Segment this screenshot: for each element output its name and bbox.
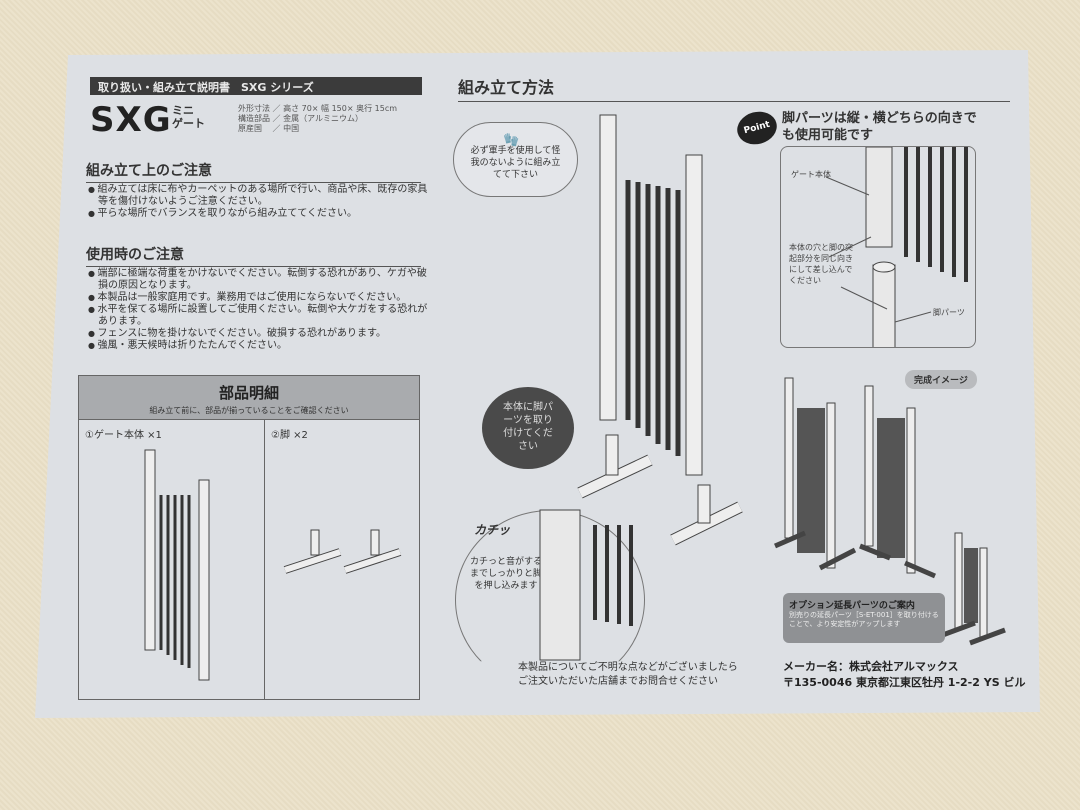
inquiry-line: ご注文いただいた店舗までお問合せください	[518, 676, 718, 687]
parts-title: 部品明細	[218, 384, 279, 402]
point-detail-box: ゲート本体 本体の穴と脚の突起部分を同じ向きにして差し込んでください 脚パーツ	[780, 146, 976, 348]
parts-note: 組み立て前に、部品が揃っていることをご確認ください	[149, 406, 349, 415]
gate-illustration	[144, 449, 210, 681]
maker-name: メーカー名：株式会社アルマックス	[783, 660, 959, 673]
assembly-title: 組み立て方法	[458, 74, 1010, 102]
spec-line: 構造部品 ／ 金属（アルミニウム）	[238, 114, 364, 123]
list-item: 強風・悪天候時は折りたたんでください。	[88, 340, 428, 352]
usage-caution-title: 使用時のご注意	[86, 244, 421, 267]
subtitle-line: ミニ	[172, 104, 194, 117]
part-label: ①ゲート本体 ×1	[85, 430, 162, 441]
attach-note-bubble: 本体に脚パーツを取り付けてください	[482, 387, 574, 469]
spec-line: 外形寸法 ／ 高さ 70× 幅 150× 奥行 15cm	[238, 104, 398, 113]
list-item: 水平を保てる場所に設置してご使用ください。転倒や大ケガをする恐れがあります。	[88, 304, 428, 328]
glove-note-cloud: 必ず軍手を使用して怪我のないように組み立てて下さい	[453, 122, 578, 197]
legs-illustration	[283, 529, 402, 574]
header-bar: 取り扱い・組み立て説明書 SXG シリーズ	[90, 77, 422, 95]
option-text: 別売りの延長パーツ［S-ET-001］を取り付けることで、より安定性がアップしま…	[789, 611, 939, 628]
list-item: 端部に極端な荷重をかけないでください。転倒する恐れがあり、ケガや破損の原因となり…	[88, 268, 428, 292]
list-item: 本製品は一般家庭用です。業務用ではご使用にならないでください。	[88, 292, 428, 304]
list-item: フェンスに物を掛けないでください。破損する恐れがあります。	[88, 328, 428, 340]
leg-label: 脚パーツ	[933, 308, 965, 317]
complete-image-illustration	[774, 377, 1006, 646]
leg-illustration	[670, 484, 743, 546]
click-detail-illustration	[539, 509, 633, 661]
assembly-illustration	[577, 114, 703, 499]
click-note: カチっと音がするまでしっかりと脚を押し込みます	[470, 557, 543, 591]
parts-table: 部品明細 組み立て前に、部品が揃っていることをご確認ください ①ゲート本体 ×1…	[78, 375, 420, 700]
option-parts-box: オプション延長パーツのご案内 別売りの延長パーツ［S-ET-001］を取り付ける…	[783, 593, 945, 643]
point-detail-illustration	[825, 147, 968, 347]
part-gate-cell: ①ゲート本体 ×1	[79, 420, 265, 699]
usage-caution-list: 端部に極端な荷重をかけないでください。転倒する恐れがあり、ケガや破損の原因となり…	[88, 268, 428, 352]
spec-line: 原産国 ／ 中国	[238, 124, 300, 133]
inquiry-note: 本製品についてご不明な点などがございましたら ご注文いただいた店舗までお問合せく…	[518, 661, 738, 689]
click-label: カチッ	[474, 523, 511, 537]
part-label: ②脚 ×2	[271, 430, 308, 441]
parts-header: 部品明細 組み立て前に、部品が揃っていることをご確認ください	[79, 376, 419, 420]
product-subtitle: ミニゲート	[172, 104, 212, 130]
assembly-caution-list: 組み立ては床に布やカーペットのある場所で行い、商品や床、既存の家具等を傷付けない…	[88, 184, 428, 220]
attach-note: 本体に脚パーツを取り付けてください	[503, 402, 553, 452]
part-leg-cell: ②脚 ×2	[265, 420, 419, 699]
subtitle-line: ゲート	[172, 117, 205, 130]
glove-note: 必ず軍手を使用して怪我のないように組み立てて下さい	[470, 146, 561, 180]
maker-info: メーカー名：株式会社アルマックス 〒135-0046 東京都江東区牡丹 1-2-…	[783, 659, 1025, 691]
maker-address: 〒135-0046 東京都江東区牡丹 1-2-2 YS ビル	[783, 676, 1026, 689]
gate-label: ゲート本体	[791, 170, 831, 179]
product-logo: SXG	[90, 100, 172, 140]
complete-image-badge: 完成イメージ	[905, 370, 977, 389]
assembly-caution-title: 組み立て上のご注意	[86, 160, 421, 183]
point-instruction: 本体の穴と脚の突起部分を同じ向きにして差し込んでください	[789, 243, 853, 285]
spec-list: 外形寸法 ／ 高さ 70× 幅 150× 奥行 15cm 構造部品 ／ 金属（ア…	[238, 104, 397, 134]
gloves-icon: 🧤	[503, 133, 520, 148]
option-title: オプション延長パーツのご案内	[789, 601, 915, 611]
list-item: 平らな場所でバランスを取りながら組み立ててください。	[88, 208, 428, 220]
inquiry-line: 本製品についてご不明な点などがございましたら	[518, 662, 738, 673]
list-item: 組み立ては床に布やカーペットのある場所で行い、商品や床、既存の家具等を傷付けない…	[88, 184, 428, 208]
point-title: 脚パーツは縦・横どちらの向きでも使用可能です	[782, 111, 977, 143]
